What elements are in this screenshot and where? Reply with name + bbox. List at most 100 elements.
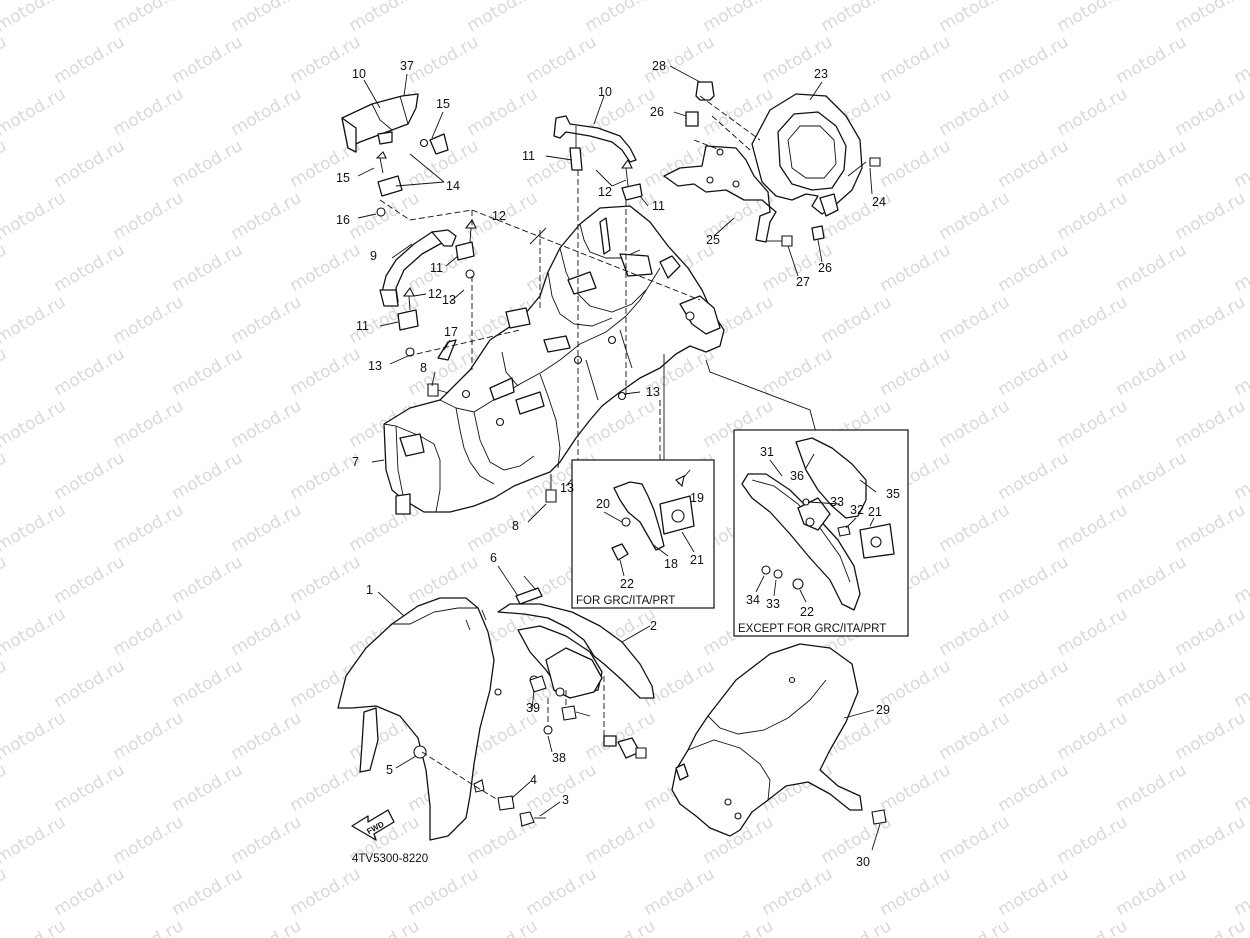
watermark-text: motod.ru (110, 292, 188, 348)
callout-15: 15 (336, 171, 350, 185)
watermark-text: motod.ru (51, 344, 129, 400)
watermark-text: motod.ru (0, 32, 10, 88)
callout-13: 13 (442, 293, 456, 307)
watermark-text: motod.ru (582, 708, 660, 764)
callout-11: 11 (652, 199, 665, 213)
watermark-text: motod.ru (1231, 552, 1250, 608)
callout-22: 22 (800, 605, 814, 619)
watermark-text: motod.ru (936, 500, 1014, 556)
watermark-text: motod.ru (51, 864, 129, 920)
watermark-text: motod.ru (0, 656, 10, 712)
part-11-brackets (397, 218, 477, 357)
watermark-text: motod.ru (1231, 240, 1250, 296)
part-7-rear-fender (383, 205, 725, 515)
callout-21: 21 (868, 505, 882, 519)
part-14-bracket (376, 175, 403, 217)
watermark-text: motod.ru (51, 552, 129, 608)
watermark-text: motod.ru (51, 32, 129, 88)
watermark-text: motod.ru (1054, 0, 1132, 36)
watermark-text: motod.ru (228, 812, 306, 868)
callout-33: 33 (766, 597, 780, 611)
watermark-text: motod.ru (110, 0, 188, 36)
watermark-text: motod.ru (1231, 448, 1250, 504)
watermark-text: motod.ru (1054, 812, 1132, 868)
watermark-text: motod.ru (0, 708, 69, 764)
part-8-bolt (427, 383, 557, 503)
watermark-text: motod.ru (1054, 708, 1132, 764)
callout-26: 26 (650, 105, 664, 119)
watermark-text: motod.ru (995, 240, 1073, 296)
part-15-clip (375, 133, 449, 174)
callout-6: 6 (490, 551, 497, 565)
part-1-front-fender (337, 597, 502, 841)
watermark-text: motod.ru (51, 656, 129, 712)
watermark-text: motod.ru (0, 0, 69, 36)
callout-5: 5 (386, 763, 393, 777)
watermark-text: motod.ru (169, 760, 247, 816)
watermark-text: motod.ru (1231, 864, 1250, 920)
watermark-text: motod.ru (936, 708, 1014, 764)
watermark-text: motod.ru (995, 136, 1073, 192)
watermark-text: motod.ru (1113, 240, 1191, 296)
watermark-text: motod.ru (1172, 292, 1250, 348)
watermark-text: motod.ru (1172, 0, 1250, 36)
watermark-text: motod.ru (1054, 188, 1132, 244)
watermark-text: motod.ru (228, 500, 306, 556)
watermark-text: motod.ru (1231, 656, 1250, 712)
watermark-text: motod.ru (287, 760, 365, 816)
callout-15: 15 (436, 97, 450, 111)
callout-17: 17 (444, 325, 458, 339)
watermark-text: motod.ru (1231, 344, 1250, 400)
watermark-text: motod.ru (346, 188, 424, 244)
box-caption: FOR GRC/ITA/PRT (576, 595, 675, 607)
callout-34: 34 (746, 593, 760, 607)
watermark-text: motod.ru (1054, 396, 1132, 452)
watermark-text: motod.ru (1113, 448, 1191, 504)
watermark-text: motod.ru (759, 864, 837, 920)
callout-38: 38 (552, 751, 566, 765)
watermark-text: motod.ru (0, 604, 69, 660)
callout-10: 10 (598, 85, 612, 99)
callout-37: 37 (400, 59, 414, 73)
watermark-text: motod.ru (759, 344, 837, 400)
watermark-text: motod.ru (228, 604, 306, 660)
watermark-text: motod.ru (936, 0, 1014, 36)
part-29-hugger (671, 643, 887, 851)
watermark-text: motod.ru (1231, 32, 1250, 88)
callout-23: 23 (814, 67, 828, 81)
watermark-text: motod.ru (523, 864, 601, 920)
watermark-text: motod.ru (169, 136, 247, 192)
watermark-text: motod.ru (0, 188, 69, 244)
watermark-text: motod.ru (818, 292, 896, 348)
watermark-text: motod.ru (523, 32, 601, 88)
watermark-text: motod.ru (641, 864, 719, 920)
watermark-text: motod.ru (1113, 136, 1191, 192)
part-2-inner-fender (497, 575, 655, 699)
watermark-text: motod.ru (877, 240, 955, 296)
watermark-text: motod.ru (0, 500, 69, 556)
watermark-text: motod.ru (110, 84, 188, 140)
callout-8: 8 (420, 361, 427, 375)
callout-2: 2 (650, 619, 657, 633)
watermark-text: motod.ru (523, 760, 601, 816)
part-23-housing (751, 93, 863, 217)
watermark-text: motod.ru (1172, 84, 1250, 140)
callout-10: 10 (352, 67, 366, 81)
watermark-text: motod.ru (228, 84, 306, 140)
watermark-text: motod.ru (51, 760, 129, 816)
watermark-text: motod.ru (464, 84, 542, 140)
watermark-text: motod.ru (700, 916, 778, 938)
callout-26: 26 (818, 261, 832, 275)
callout-12: 12 (492, 209, 506, 223)
watermark-text: motod.ru (995, 448, 1073, 504)
watermark-text: motod.ru (464, 500, 542, 556)
watermark-text: motod.ru (169, 656, 247, 712)
part-24-screw (847, 157, 881, 177)
watermark-text: motod.ru (346, 500, 424, 556)
watermark-text: motod.ru (169, 32, 247, 88)
watermark-text: motod.ru (287, 344, 365, 400)
watermark-text: motod.ru (51, 240, 129, 296)
watermark-text: motod.ru (169, 344, 247, 400)
watermark-text: motod.ru (110, 916, 188, 938)
watermark-text: motod.ru (0, 916, 69, 938)
